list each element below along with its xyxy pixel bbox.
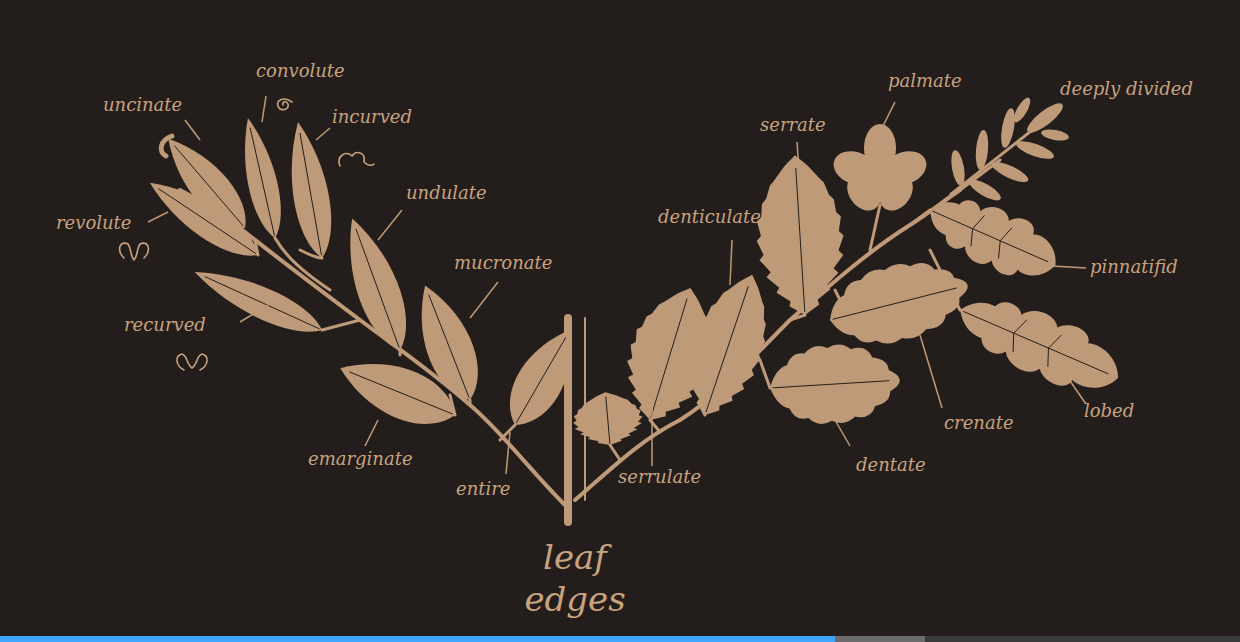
diagram-title: leaf edges [515,536,635,620]
part-label: incurved [332,106,412,128]
part-label: entire [456,478,511,500]
part-label: convolute [256,60,345,82]
part-label: undulate [406,182,487,204]
part-label: uncinate [103,94,182,116]
part-label: serrulate [618,466,701,488]
part-label: serrate [760,114,826,136]
part-label: palmate [888,70,962,92]
part-label: denticulate [658,206,761,228]
part-label: dentate [856,454,926,476]
part-label: mucronate [454,252,552,274]
part-label: pinnatifid [1090,256,1178,278]
part-label: crenate [944,412,1014,434]
part-label: emarginate [308,448,413,470]
part-label: deeply divided [1060,78,1193,100]
part-label: recurved [124,314,206,336]
part-label: revolute [56,212,132,234]
part-label: lobed [1084,400,1134,422]
